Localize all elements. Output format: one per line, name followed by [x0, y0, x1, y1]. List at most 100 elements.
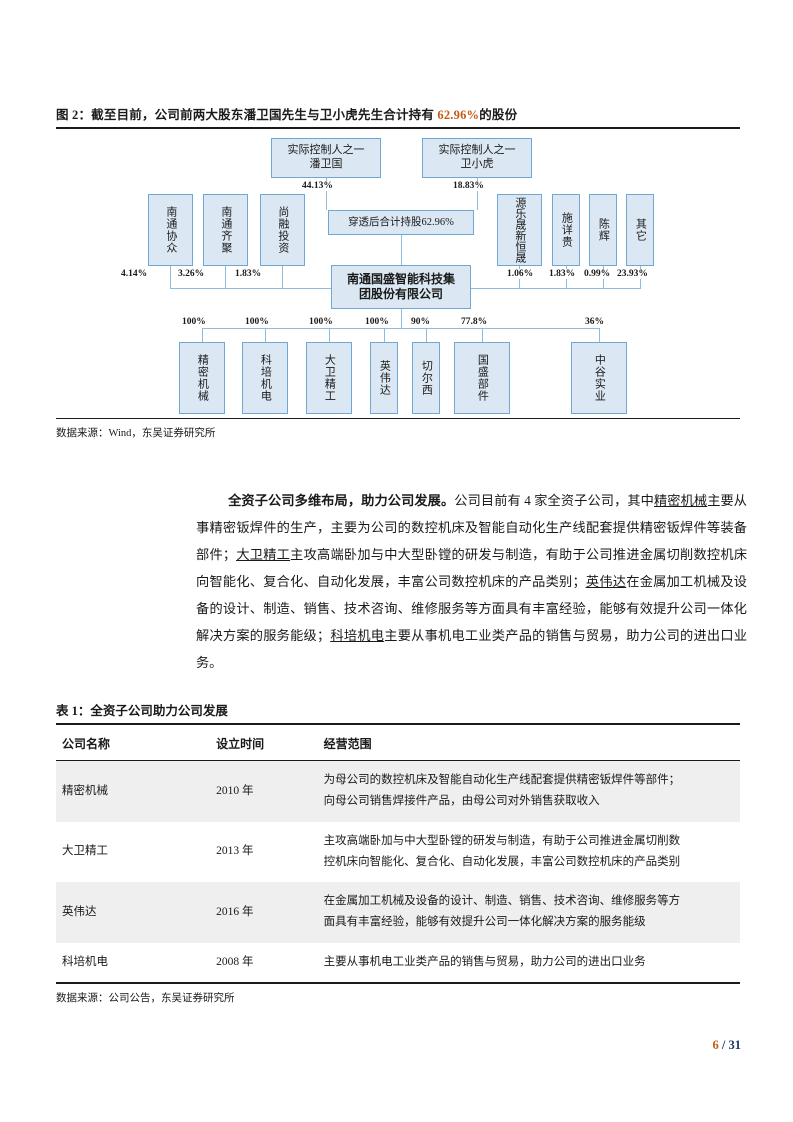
shareholder6-label: 陈辉: [597, 218, 610, 242]
node-company-nantong-guosheng: 南通国盛智能科技集 团股份有限公司: [331, 265, 471, 309]
subsidiary-table: 公司名称 设立时间 经营范围 精密机械 2010 年 为母公司的数控机床及智能自…: [56, 728, 740, 982]
shareholder2-label: 南通齐聚: [219, 206, 232, 254]
connector-sub3-down: [329, 328, 330, 342]
company-name-line2: 团股份有限公司: [358, 287, 443, 301]
row1-establish-date: 2010 年: [210, 760, 318, 822]
row3-scope-line2: 面具有丰富经验，能够有效提升公司一体化解决方案的服务能级: [323, 916, 646, 929]
percent-shareholder1: 4.14%: [120, 269, 149, 279]
row4-scope-line1: 主要从事机电工业类产品的销售与贸易，助力公司的进出口业务: [323, 955, 646, 968]
paragraph-underline-3: 英伟达: [585, 574, 627, 589]
node-controller-pan-weiguo: 实际控制人之一 潘卫国: [271, 138, 381, 178]
percent-shareholder7: 23.93%: [616, 269, 649, 279]
table-header-company-name: 公司名称: [56, 728, 211, 761]
percent-shareholder3: 1.83%: [234, 269, 263, 279]
table-header-row: 公司名称 设立时间 经营范围: [56, 728, 740, 761]
node-subsidiary-dawei-jinggong: 大卫精工: [306, 342, 352, 414]
body-paragraph: 全资子公司多维布局，助力公司发展。公司目前有 4 家全资子公司，其中精密机械主要…: [196, 487, 747, 676]
row1-scope-line2: 向母公司销售焊接件产品，由母公司对外销售获取收入: [323, 795, 600, 808]
row2-scope-line1: 主攻高端卧加与中大型卧镗的研发与制造，有助于公司推进金属切削数: [323, 834, 681, 847]
paragraph-text-5: 主要从事机电工业类产品的销售与贸易，助力公司的进出口业务。: [196, 628, 748, 670]
row4-company-name: 科培机电: [62, 955, 108, 968]
row3-company-name: 英伟达: [56, 882, 211, 943]
connector-controller1-down: [326, 178, 327, 210]
connector-controller2-down: [477, 178, 478, 210]
controller1-role: 实际控制人之一: [287, 144, 365, 157]
footer-separator: /: [718, 1038, 729, 1052]
node-shareholder-chen-hui: 陈辉: [589, 194, 617, 266]
table-caption: 表 1：全资子公司助力公司发展: [56, 704, 228, 718]
row3-scope-line1: 在金属加工机械及设备的设计、制造、销售、技术咨询、维修服务等方: [323, 895, 681, 908]
connector-shareholder2-down: [225, 266, 226, 288]
connector-subsidiary-bus: [202, 328, 599, 329]
connector-bus-left: [170, 288, 331, 289]
node-subsidiary-guosheng-bujian: 国盛部件: [454, 342, 510, 414]
company-name-line1: 南通国盛智能科技集: [346, 272, 455, 286]
table-row: 科培机电 2008 年 主要从事机电工业类产品的销售与贸易，助力公司的进出口业务: [56, 943, 740, 982]
aggregate-label: 穿透后合计持股62.96%: [348, 216, 454, 228]
percent-shareholder6: 0.99%: [583, 269, 612, 279]
node-subsidiary-kepei-jidian: 科培机电: [242, 342, 288, 414]
row4-establish-date: 2008 年: [216, 955, 254, 968]
node-controller-wei-xiaohu: 实际控制人之一 卫小虎: [422, 138, 532, 178]
row3-business-scope: 在金属加工机械及设备的设计、制造、销售、技术咨询、维修服务等方 面具有丰富经验，…: [317, 882, 740, 943]
node-subsidiary-jingmi-jixie: 精密机械: [179, 342, 225, 414]
paragraph-text-2: 主要从事精密钣焊件的生产，主要为公司的数控机床及智能自动化生产线配套提供精密钣焊…: [196, 493, 747, 562]
figure-caption-block: 图 2：截至目前，公司前两大股东潘卫国先生与卫小虎先生合计持有 62.96%的股…: [56, 104, 740, 129]
paragraph-text-4: 在金属加工机械及设备的设计、制造、销售、技术咨询、维修服务等方面具有丰富经验，能…: [196, 574, 747, 643]
row4-business-scope: 主要从事机电工业类产品的销售与贸易，助力公司的进出口业务: [318, 943, 740, 982]
table-header-establish-date: 设立时间: [210, 728, 318, 761]
paragraph-text-1: 公司目前有 4 家全资子公司，其中: [454, 493, 654, 508]
paragraph-text-3: 主攻高端卧加与中大型卧镗的研发与制造，有助于公司推进金属切削数控机床向智能化、复…: [196, 547, 748, 589]
paragraph-underline-4: 科培机电: [330, 628, 385, 643]
node-shareholder-nantong-qiju: 南通齐聚: [203, 194, 248, 266]
table-header-business-scope: 经营范围: [317, 728, 740, 761]
node-shareholder-other: 其它: [626, 194, 654, 266]
table-source: 数据来源：公司公告，东吴证券研究所: [56, 993, 235, 1004]
shareholder7-label: 其它: [634, 218, 647, 242]
figure-bottom-rule: [56, 418, 740, 419]
node-subsidiary-zhonggu-shiye: 中谷实业: [571, 342, 627, 414]
controller2-name: 卫小虎: [460, 158, 494, 170]
percent-sub4: 100%: [364, 317, 390, 327]
row2-company-name: 大卫精工: [62, 845, 108, 858]
sub5-label: 切尔西: [420, 360, 433, 396]
figure-caption-prefix: 图 2：截至目前，公司前两大股东潘卫国先生与卫小虎先生合计持有: [56, 108, 438, 122]
percent-sub7: 36%: [584, 317, 605, 327]
percent-shareholder2: 3.26%: [177, 269, 206, 279]
node-aggregate-holding: 穿透后合计持股62.96%: [328, 210, 474, 235]
table-caption-block: 表 1：全资子公司助力公司发展: [56, 700, 740, 725]
table-row: 英伟达 2016 年 在金属加工机械及设备的设计、制造、销售、技术咨询、维修服务…: [56, 882, 740, 943]
sub4-label: 英伟达: [378, 360, 391, 396]
sub3-label: 大卫精工: [323, 354, 336, 402]
percent-sub3: 100%: [308, 317, 334, 327]
controller2-role: 实际控制人之一: [438, 144, 516, 157]
percent-shareholder4: 1.06%: [506, 269, 535, 279]
row2-scope-line2: 控机床向智能化、复合化、自动化发展，丰富公司数控机床的产品类别: [323, 855, 681, 868]
table-row: 大卫精工 2013 年 主攻高端卧加与中大型卧镗的研发与制造，有助于公司推进金属…: [56, 822, 740, 883]
shareholder1-label: 南通协众: [164, 206, 177, 254]
node-shareholder-yuanlesheng-xinhengsheng: 源乐晟新恒晟: [497, 194, 542, 266]
percent-sub5: 90%: [410, 317, 431, 327]
node-subsidiary-yingweida: 英伟达: [370, 342, 398, 414]
percent-sub1: 100%: [181, 317, 207, 327]
table-caption-rule: [56, 723, 740, 725]
percent-sub6: 77.8%: [460, 317, 489, 327]
connector-shareholder1-down: [170, 266, 171, 288]
node-shareholder-shi-xianggui: 施详贵: [552, 194, 580, 266]
row3-establish-date: 2016 年: [210, 882, 318, 943]
paragraph-underline-1: 精密机械: [653, 493, 708, 508]
percent-controller2: 18.83%: [452, 181, 485, 191]
percent-shareholder5: 1.83%: [548, 269, 577, 279]
connector-sub6-down: [482, 328, 483, 342]
figure-source: 数据来源：Wind，东吴证券研究所: [56, 428, 216, 439]
connector-sub5-down: [426, 328, 427, 342]
row1-company-name: 精密机械: [56, 760, 211, 822]
sub6-label: 国盛部件: [476, 354, 489, 402]
connector-sub7-down: [599, 328, 600, 342]
controller1-name: 潘卫国: [309, 158, 343, 170]
connector-sub2-down: [265, 328, 266, 342]
paragraph-underline-2: 大卫精工: [236, 547, 291, 562]
connector-sub1-down: [202, 328, 203, 342]
sub1-label: 精密机械: [196, 354, 209, 402]
